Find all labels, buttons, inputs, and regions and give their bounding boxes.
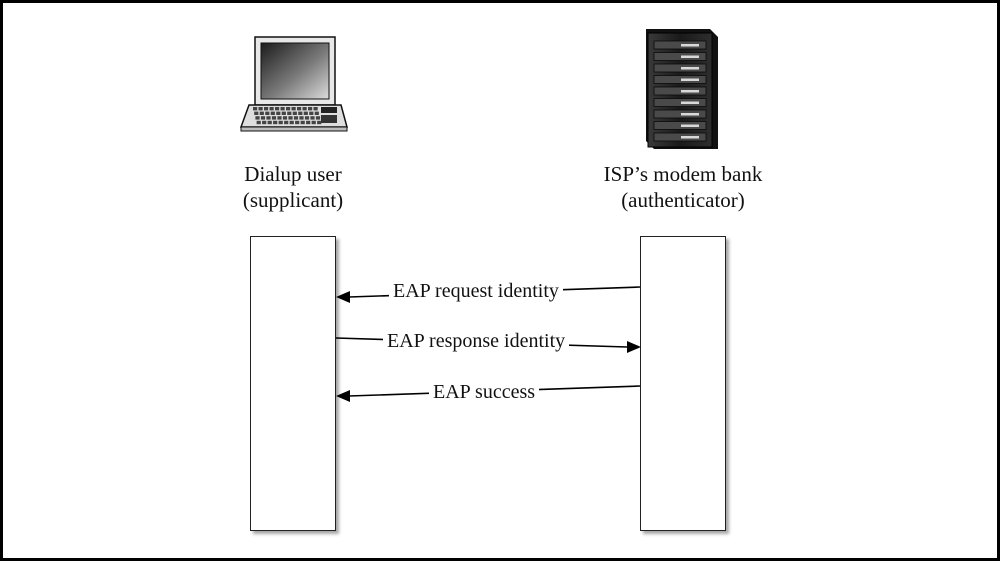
server-slot-indicator <box>681 90 699 93</box>
server-slot <box>653 132 707 142</box>
laptop-key <box>304 116 310 120</box>
laptop-key <box>292 111 297 115</box>
laptop-key <box>254 111 259 115</box>
supplicant-role: (supplicant) <box>242 188 344 212</box>
laptop-key <box>291 107 296 111</box>
supplicant-name: Dialup user <box>244 162 342 186</box>
server-slot-indicator <box>681 78 699 81</box>
server-slot-indicator <box>681 113 699 116</box>
laptop-icon <box>239 36 348 132</box>
server-slot-indicator <box>681 136 699 139</box>
server-slot <box>653 63 707 73</box>
message-label: EAP request identity <box>389 279 563 303</box>
server-slot <box>653 121 707 130</box>
authenticator-label: ISP’s modem bank (authenticator) <box>578 161 788 213</box>
arrowhead-request-identity <box>336 291 350 303</box>
laptop-key <box>269 107 274 111</box>
laptop-key <box>317 120 322 125</box>
laptop-key <box>278 120 283 125</box>
server-slot-indicator <box>681 124 699 127</box>
authenticator-role: (authenticator) <box>621 188 745 212</box>
server-slot-indicator <box>681 44 699 47</box>
server-slot <box>653 75 707 84</box>
laptop-key <box>308 107 313 111</box>
server-rack-icon <box>646 29 718 149</box>
laptop-key <box>282 116 288 120</box>
message-label: EAP success <box>429 380 540 404</box>
laptop-key <box>270 111 275 115</box>
laptop-key <box>273 120 278 125</box>
arrowhead-response-identity <box>627 341 641 353</box>
laptop-key <box>314 111 319 115</box>
laptop-key <box>265 111 270 115</box>
server-slot-indicator <box>681 67 699 70</box>
server-slot-indicator <box>681 101 699 104</box>
server-slot <box>653 109 707 119</box>
laptop-key <box>300 120 305 125</box>
server-slot <box>653 52 707 61</box>
server-slot <box>653 40 707 50</box>
arrowhead-success <box>336 390 350 402</box>
laptop-key <box>253 107 258 111</box>
laptop-key <box>262 120 267 125</box>
laptop-key <box>297 107 302 111</box>
laptop-key <box>311 120 316 125</box>
laptop-key <box>289 120 294 125</box>
laptop-key <box>315 116 321 120</box>
supplicant-label: Dialup user (supplicant) <box>223 161 363 213</box>
laptop-key <box>299 116 304 120</box>
laptop-key <box>256 120 261 125</box>
laptop-key <box>303 111 308 115</box>
laptop-key <box>313 107 318 111</box>
laptop-key <box>281 111 286 115</box>
laptop-key <box>284 120 289 125</box>
laptop-key <box>306 120 311 125</box>
laptop-key <box>287 111 292 115</box>
laptop-key <box>286 107 291 111</box>
server-slot <box>653 86 707 96</box>
laptop-key <box>293 116 299 120</box>
laptop-key <box>310 116 315 120</box>
laptop-key <box>302 107 307 111</box>
laptop-key <box>295 120 300 125</box>
laptop-key <box>258 107 263 111</box>
laptop-key <box>271 116 277 120</box>
supplicant-lifeline <box>250 236 336 531</box>
authenticator-lifeline <box>640 236 726 531</box>
laptop-key <box>266 116 271 120</box>
server-slot <box>653 98 707 107</box>
laptop-key <box>267 120 272 125</box>
laptop-key <box>277 116 282 120</box>
laptop-key <box>280 107 285 111</box>
laptop-key <box>276 111 281 115</box>
laptop-key <box>298 111 303 115</box>
laptop-key <box>259 111 264 115</box>
laptop-key <box>309 111 314 115</box>
laptop-key <box>255 116 260 120</box>
laptop-key <box>288 116 293 120</box>
laptop-key <box>260 116 266 120</box>
server-slot-indicator <box>681 55 699 58</box>
message-label: EAP response identity <box>383 329 570 353</box>
laptop-key <box>275 107 280 111</box>
authenticator-name: ISP’s modem bank <box>603 162 763 186</box>
laptop-key <box>264 107 269 111</box>
